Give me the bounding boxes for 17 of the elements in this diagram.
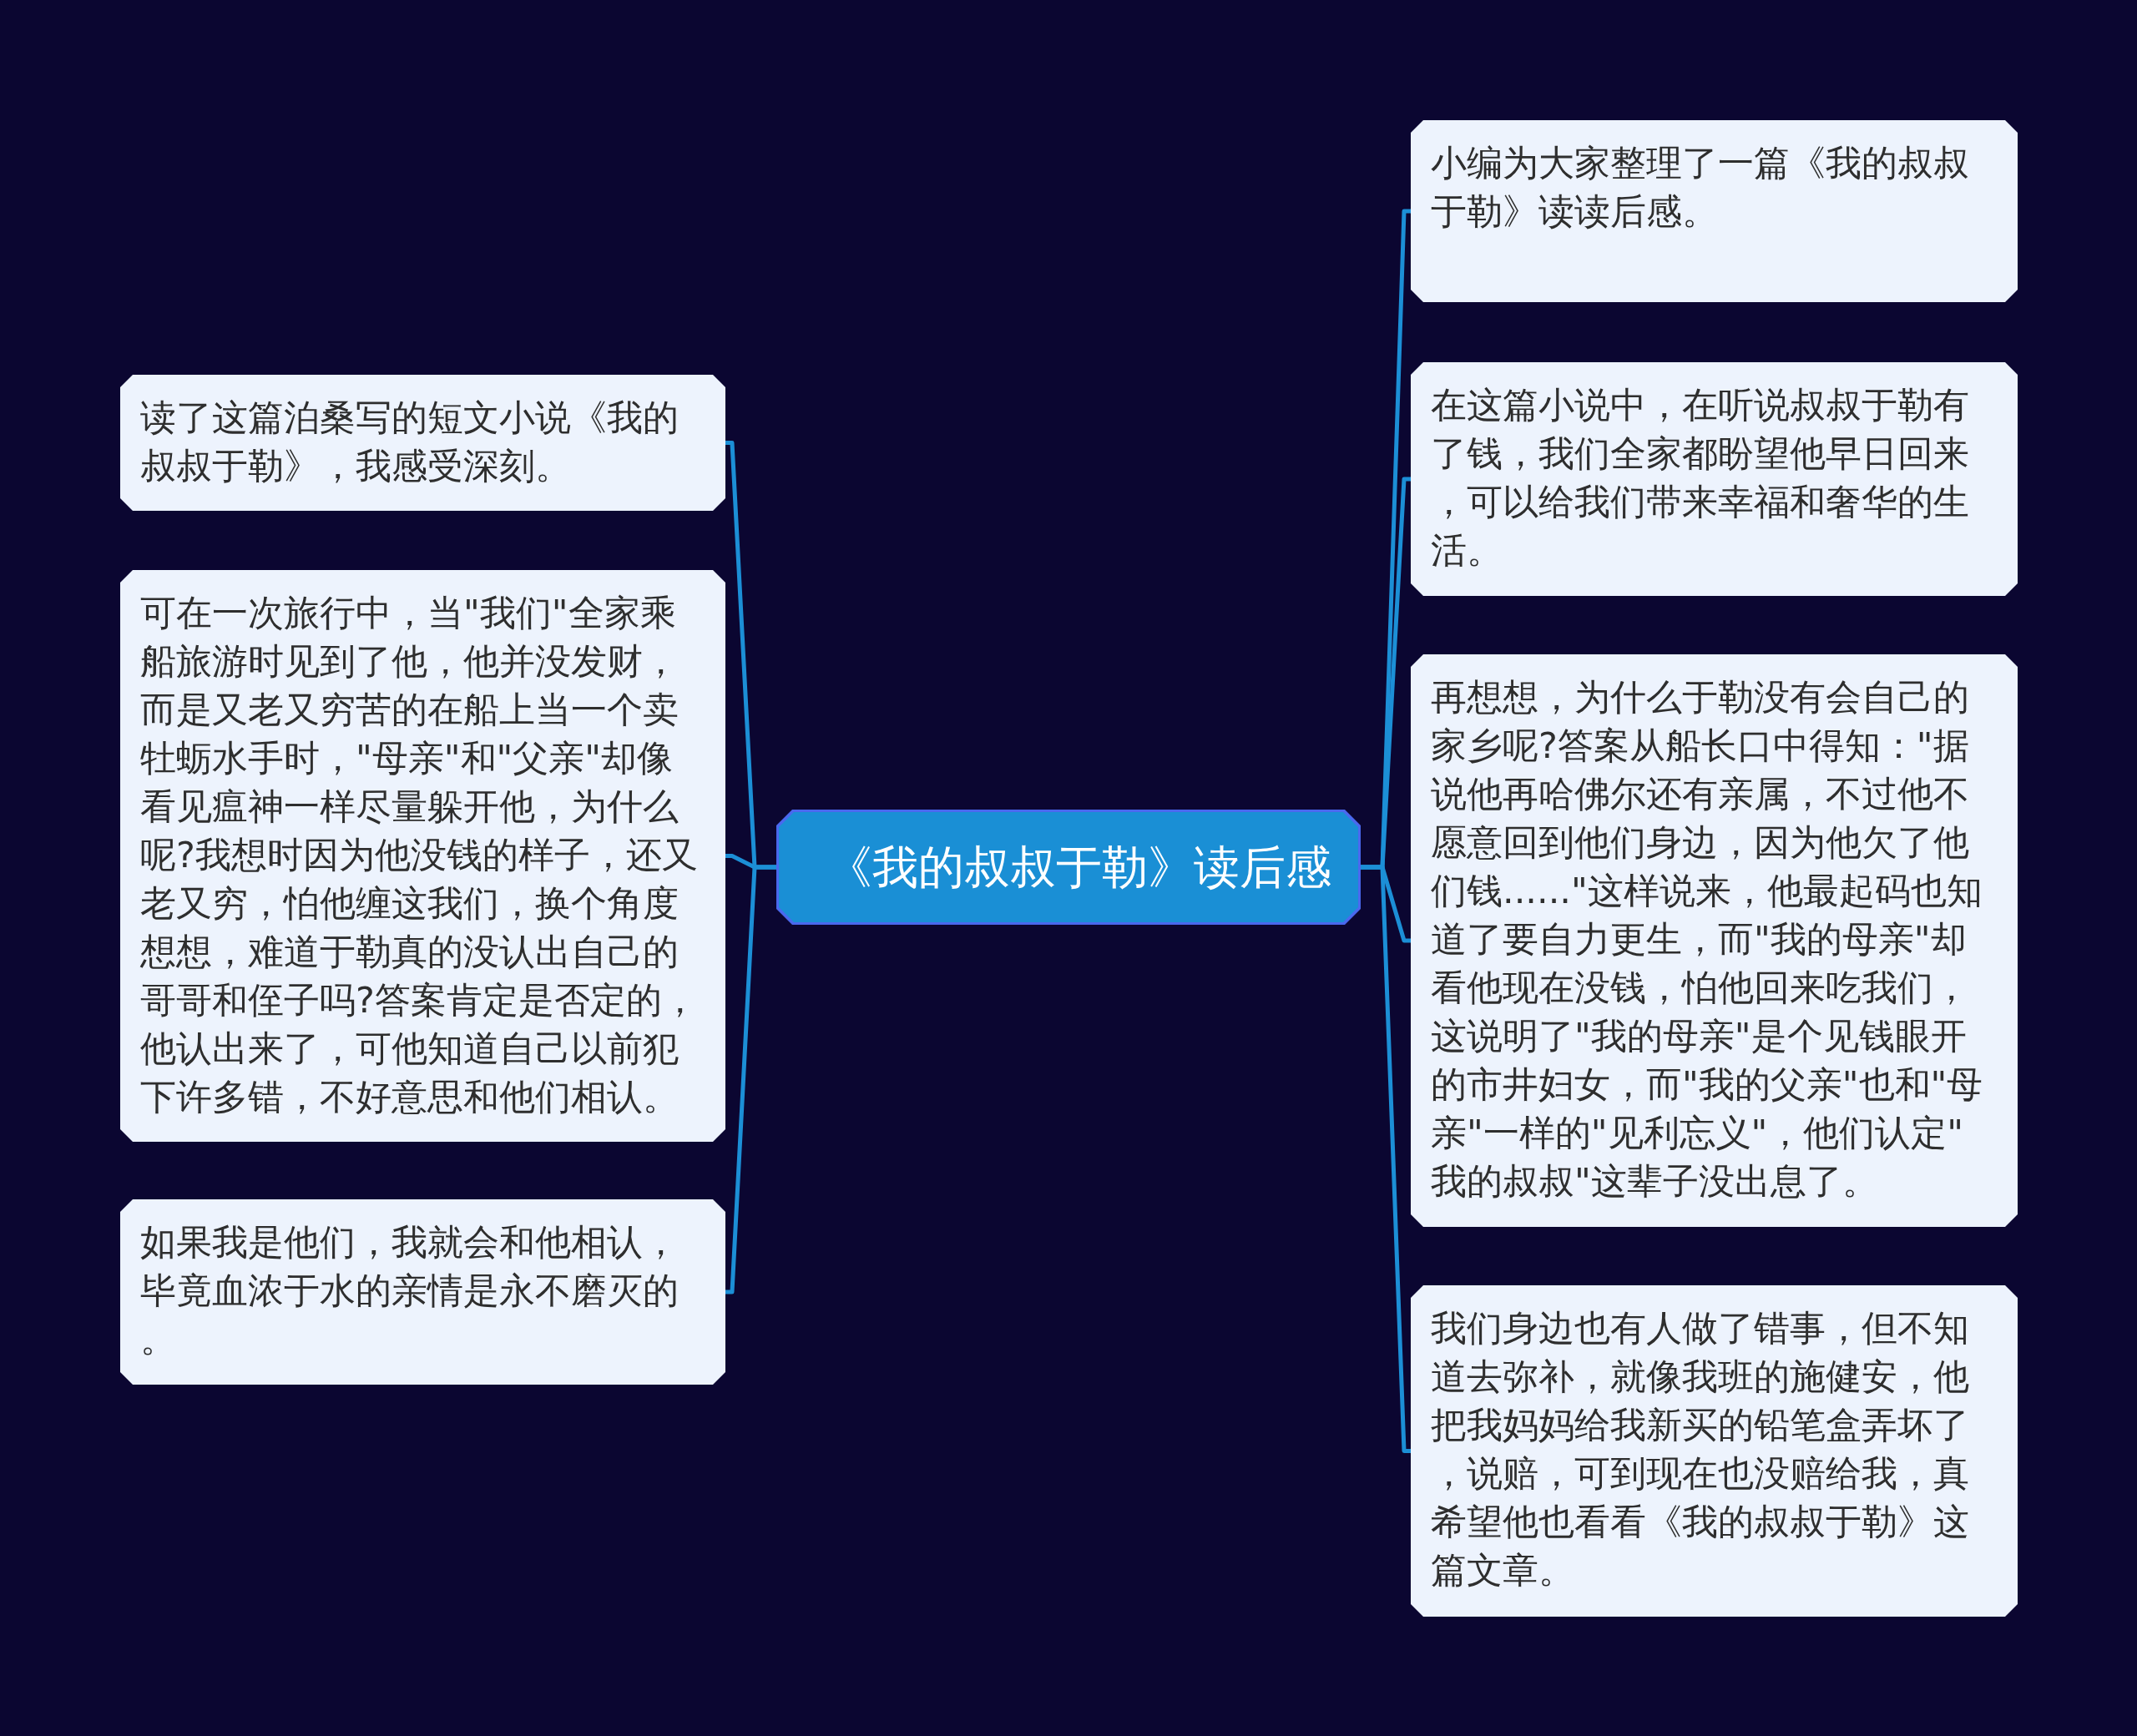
topic-box [776,810,1361,925]
card-text: 再想想，为什么于勒没有会自己的家乡呢?答案从船长口中得知："据说他再哈佛尔还有亲属，不过他不愿意回到他们身边，因为他欠了他们钱......"这样说来，他最起码也知道了要自力更生，而"我的母亲"却看他现在没钱，怕他回来吃我们，这说明了"我的母亲"是个见钱眼开的市井妇女，而"我的父亲"也和"母亲"一样的"见利忘义"，他们认定"我的叔叔"这辈子没出息了。 [1431,675,1984,1204]
text-card [1411,1285,2018,1617]
topic-text: 《我的叔叔于勒》读后感 [826,840,1331,896]
card-text: 可在一次旅行中，当"我们"全家乘船旅游时见到了他，他并没发财，而是又老又穷苦的在船上当一个卖牡蛎水手时，"母亲"和"父亲"却像看见瘟神一样尽量躲开他，为什么呢?我想时因为他没钱的样子，还又老又穷，怕他缠这我们，换个角度想想，难道于勒真的没认出自己的哥哥和侄子吗?答案肯定是否定的，他认出来了，可他知道自己以前犯下许多错，不好意思和他们相认。 [140,591,699,1119]
card-text: 如果我是他们，我就会和他相认，毕竟血浓于水的亲情是永不磨灭的。 [140,1220,679,1361]
card-text: 读了这篇泊桑写的短文小说《我的叔叔于勒》，我感受深刻。 [140,396,679,488]
text-card [120,375,725,511]
text-card [1411,120,2018,302]
text-card [1411,654,2018,1227]
connector-line [1361,865,1411,1453]
card-text: 在这篇小说中，在听说叔叔于勒有了钱，我们全家都盼望他早日回来，可以给我们带来幸福和奢华的生活。 [1431,383,1970,573]
text-card [120,1199,725,1385]
text-card [1411,362,2018,596]
card-text: 我们身边也有人做了错事，但不知道去弥补，就像我班的施健安，他把我妈妈给我新买的铅笔盒弄坏了，说赔，可到现在也没赔给我，真希望他也看看《我的叔叔于勒》这篇文章。 [1431,1306,1970,1592]
card-text: 小编为大家整理了一篇《我的叔叔于勒》读读后感。 [1431,141,1970,234]
connector-line [725,865,776,1294]
